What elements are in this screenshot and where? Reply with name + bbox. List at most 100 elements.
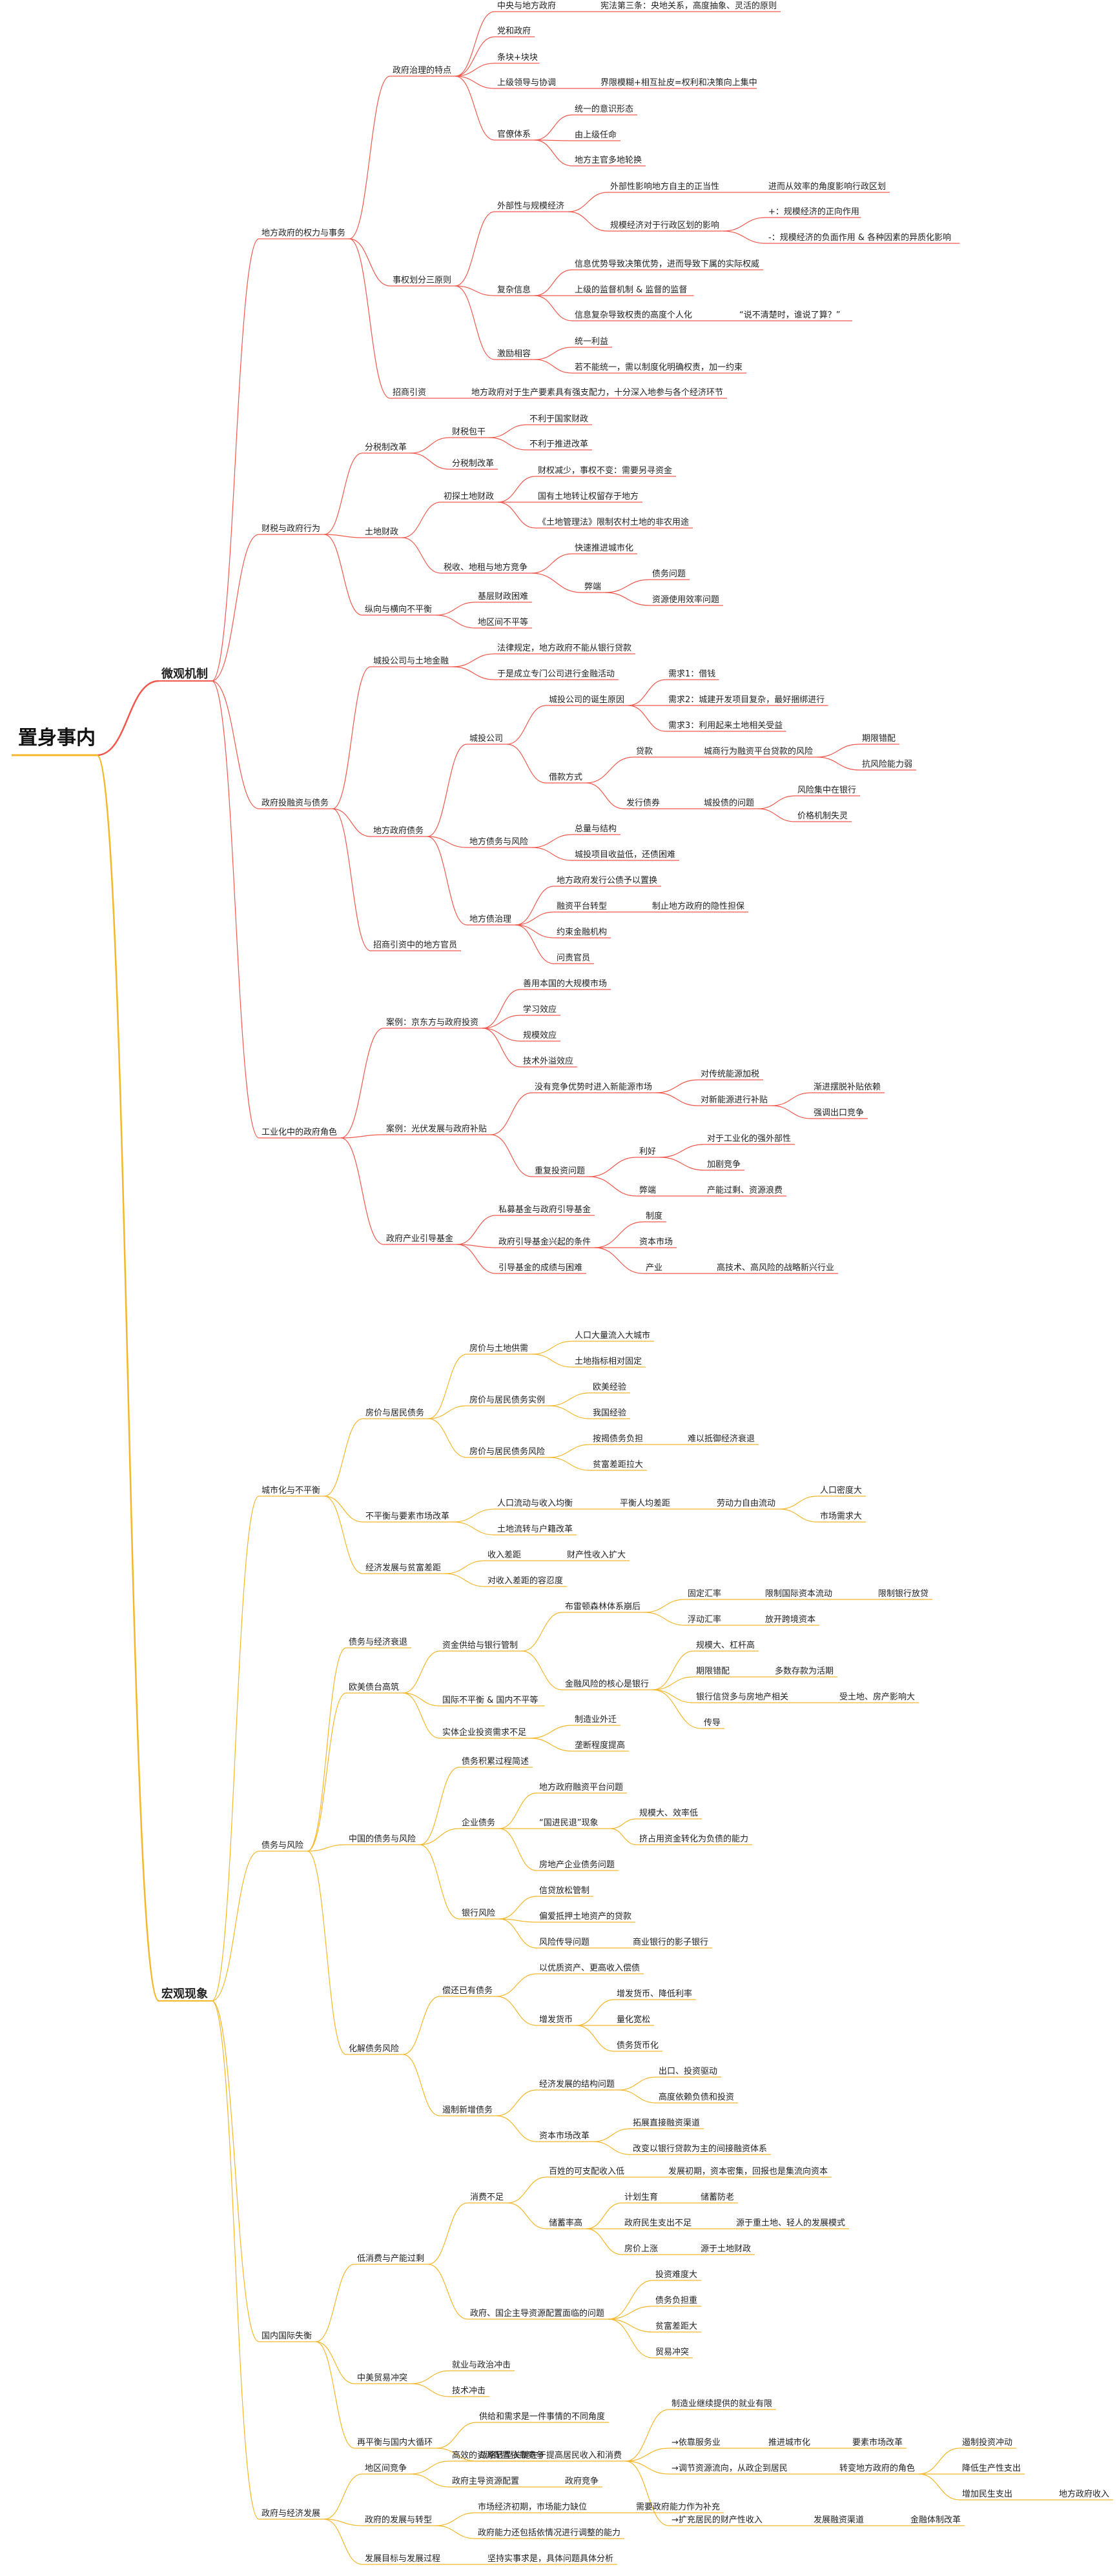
node-label-n4b: 政府的发展与转型 — [365, 2515, 432, 2525]
node-label-n2c2b1: 规模大、效率低 — [639, 1808, 698, 1818]
node-label-n2c3c: 风险传导问题 — [539, 1938, 589, 1947]
edge-n2d — [307, 1851, 347, 2055]
node-label-n2c3c1: 商业银行的影子银行 — [633, 1937, 708, 1947]
node-label-m4b2a2: 加剧竞争 — [707, 1159, 741, 1170]
node-label-n4b1: 市场经济初期，市场能力缺位 — [478, 2502, 587, 2512]
edge-m3b1b2 — [586, 782, 624, 809]
edge-n2d1b1 — [576, 1999, 615, 2026]
node-label-m1b3: 激励相容 — [497, 349, 531, 359]
edge-m4c1 — [456, 1215, 497, 1245]
edge-m4b2b — [588, 1176, 637, 1197]
node-label-n2b3: 实体企业投资需求不足 — [442, 1727, 526, 1738]
node-label-m1a5c: 地方主官多地轮换 — [575, 155, 642, 165]
edge-m4a3 — [482, 1028, 521, 1042]
edge-m2 — [211, 534, 260, 682]
edge-n2b1a1 — [644, 1599, 686, 1613]
edge-n2b2 — [402, 1692, 440, 1707]
node-label-n2c: 中国的债务与风险 — [349, 1834, 416, 1844]
edge-m3 — [211, 680, 260, 809]
edge-m3b — [332, 808, 371, 837]
edge-m2c2 — [435, 614, 476, 629]
edge-n1b — [323, 1496, 364, 1523]
edge-n1a1b — [531, 1354, 573, 1368]
node-label-m4c1: 私募基金与政府引导基金 — [498, 1204, 591, 1215]
edge-n2b1b3 — [652, 1689, 694, 1703]
node-label-n2b1a1a: 限制国际资本流动 — [765, 1589, 832, 1599]
edge-n3b — [315, 2341, 355, 2384]
node-label-n1b1: 人口流动与收入均衡 — [497, 1499, 573, 1508]
node-label-n3a1b3: 房价上涨 — [624, 2244, 658, 2254]
edge-n1a2b — [548, 1405, 591, 1419]
node-label-n1b: 不平衡与要素市场改革 — [365, 1511, 449, 1521]
node-label-n1a3a: 按揭债务负担 — [593, 1434, 643, 1444]
edge-n2d2 — [402, 2054, 440, 2116]
node-label-m3c: 招商引资中的地方官员 — [373, 940, 457, 950]
edge-n1b1a1b — [779, 1508, 818, 1523]
edge-n2b1a2 — [644, 1612, 686, 1626]
edge-m3b1b1a1 — [816, 744, 860, 758]
edge-n3a2b — [608, 2306, 653, 2320]
node-label-m2b2: 税收、地租与地方竞争 — [444, 562, 528, 573]
node-label-n1c1a: 财产性收入扩大 — [567, 1550, 626, 1560]
edge-n1a3 — [427, 1418, 467, 1458]
edge-m1b1 — [455, 211, 495, 287]
edge-m4c2a — [594, 1221, 644, 1248]
edge-m2b2b1 — [604, 579, 650, 593]
edge-m4a — [340, 1028, 384, 1139]
node-label-m1a4: 上级领导与协调 — [497, 78, 556, 88]
edge-m3a1 — [452, 653, 495, 667]
node-label-n1a: 房价与居民债务 — [365, 1408, 424, 1418]
edge-m1a5a — [534, 114, 573, 141]
edge-m3c — [332, 808, 371, 951]
edge-n2c2c — [498, 1828, 537, 1871]
node-label-m3b1b1a1: 期限错配 — [862, 734, 896, 744]
node-label-m4c2c1: 高技术、高风险的战略新兴行业 — [717, 1263, 834, 1273]
node-label-m3b2b: 城投项目收益低，还债困难 — [575, 849, 675, 860]
node-label-m2a2: 分税制改革 — [452, 459, 494, 469]
node-label-m1c1: 地方政府对于生产要素具有强支配力，十分深入地参与各个经济环节 — [471, 387, 723, 398]
node-label-m4a2: 学习效应 — [523, 1004, 557, 1015]
node-label-m4b1: 没有竞争优势时进入新能源市场 — [535, 1082, 652, 1092]
node-label-m4b: 案例：光伏发展与政府补贴 — [386, 1124, 487, 1134]
node-label-m1b3b: 若不能统一，需以制度化明确权责，加一约束 — [575, 362, 743, 372]
node-label-m1b2b: 上级的监督机制 & 监督的监督 — [575, 285, 687, 295]
edge-n2b1b1 — [652, 1650, 694, 1690]
edge-m1a5 — [455, 76, 495, 141]
node-label-n2d1b1: 增发货币、降低利率 — [617, 1989, 692, 1999]
node-label-n2b1: 资金供给与银行管制 — [442, 1640, 518, 1650]
edge-m3b3b — [515, 911, 555, 926]
node-label-m2a1a: 不利于国家财政 — [529, 414, 588, 424]
node-label-n4a2: 政府主导资源配置 — [452, 2477, 519, 2486]
edge-n4a — [323, 2473, 363, 2520]
edge-m3b3d — [515, 924, 555, 964]
edge-m1b3b — [534, 359, 573, 374]
node-label-m3b1a: 城投公司的诞生原因 — [549, 695, 624, 705]
edge-n2d2a — [496, 2089, 537, 2116]
node-label-n2d2a: 经济发展的结构问题 — [539, 2079, 615, 2089]
node-label-n1a1b: 土地指标相对固定 — [575, 1357, 642, 1366]
node-label-n2d2b: 资本市场改革 — [539, 2131, 589, 2141]
edge-n3c2d — [625, 2460, 670, 2526]
label-layer: 置身事内 微观机制地方政府的权力与事务政府治理的特点中央与地方政府宪法第三条：央… — [12, 1, 1109, 2564]
node-label-n4c1: 坚持实事求是，具体问题具体分析 — [487, 2554, 613, 2564]
edge-n2 — [211, 1851, 260, 2002]
node-label-m2b1a: 财权减少，事权不变：需要另寻资金 — [538, 465, 672, 476]
node-label-n2d1b3: 债务货币化 — [617, 2040, 659, 2051]
node-label-m4b2b: 弊端 — [639, 1185, 656, 1195]
edge-n2a — [307, 1647, 347, 1852]
node-label-m3b1a2: 需求2：城建开发项目复杂，最好捆绑进行 — [668, 695, 825, 705]
edge-m4b1 — [490, 1092, 533, 1135]
edge-n3a2 — [427, 2264, 468, 2320]
node-label-n3c1: 供给和需求是一件事情的不同角度 — [479, 2411, 605, 2422]
edge-n3c1 — [436, 2422, 477, 2449]
node-label-n3c2c1c1: 地方政府收入 — [1059, 2489, 1109, 2499]
node-label-n4c: 发展目标与发展过程 — [365, 2553, 440, 2564]
node-label-n2b1b4: 传导 — [704, 1718, 721, 1728]
node-label-m4c3: 引导基金的成绩与困难 — [498, 1263, 582, 1273]
node-label-n2d2a1: 出口、投资驱动 — [659, 2066, 717, 2076]
edge-n3c2c1c — [918, 2473, 960, 2500]
node-label-m4b2b1: 产能过剩、资源浪费 — [707, 1186, 783, 1195]
node-label-n3c2: 战略转型关键在于提高居民收入和消费 — [479, 2450, 622, 2460]
node-label-m1b: 事权划分三原则 — [393, 275, 451, 285]
edge-n3b2 — [411, 2383, 450, 2397]
